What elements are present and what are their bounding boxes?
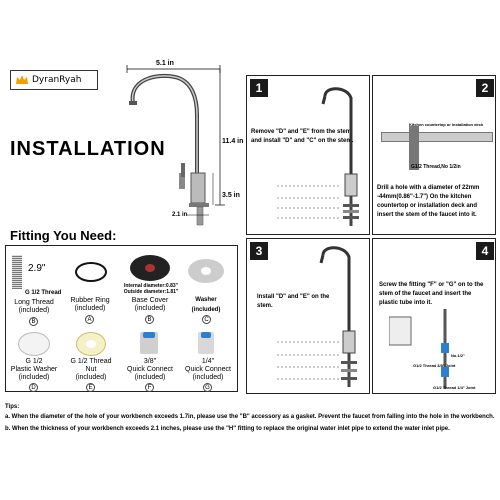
long-thread-extra: 2.9" bbox=[28, 263, 46, 274]
label-g-marker: G bbox=[203, 383, 212, 392]
tip-a: a. When the diameter of the hole of your… bbox=[5, 414, 495, 420]
step-4-fitting-diagram bbox=[389, 309, 449, 389]
step-4-number: 4 bbox=[476, 242, 494, 260]
label-d-marker: D bbox=[29, 383, 38, 392]
step-3-number: 3 bbox=[250, 242, 268, 260]
rubber-ring-sub: (included) bbox=[74, 305, 106, 312]
long-thread-label: Long Thread bbox=[14, 299, 54, 306]
quick-connect-38-label: Quick Connect bbox=[127, 366, 173, 373]
nut-size: G 1/2 Thread bbox=[70, 358, 112, 365]
washer-sub: (included) bbox=[191, 307, 221, 313]
nut-image bbox=[76, 332, 106, 356]
quick-connect-14-sub: (included) bbox=[192, 374, 224, 381]
nut-label: Nut bbox=[85, 366, 97, 373]
label-c-marker: C bbox=[202, 315, 211, 324]
step-2-text: Drill a hole with a diameter of 22mm -44… bbox=[377, 185, 480, 218]
quick-connect-38-image bbox=[140, 332, 158, 354]
long-thread-image bbox=[12, 255, 22, 289]
step-4-text: Screw the fitting "F" or "G" on to the s… bbox=[379, 282, 484, 306]
step-2-label-top: Kitchen countertop or installation deck bbox=[409, 122, 484, 127]
quick-connect-14-label: Quick Connect bbox=[185, 366, 231, 373]
quick-connect-14-size: 1/4" bbox=[201, 358, 215, 365]
tips-title: Tips: bbox=[5, 404, 20, 410]
label-b2-marker: B bbox=[145, 315, 154, 324]
plastic-washer-image bbox=[18, 332, 50, 356]
long-thread-size: G 1/2 Thread bbox=[25, 290, 62, 296]
step-1-number: 1 bbox=[250, 79, 268, 97]
base-cover-image bbox=[130, 255, 170, 281]
brand-name: DyranRyah bbox=[32, 75, 82, 85]
step-1-faucet-diagram bbox=[277, 87, 359, 226]
step-2-label-mid: G1/2 Thread,No 1/2in bbox=[411, 164, 461, 170]
step-4-label-b: G1/2 Thread 1/4" Joint bbox=[433, 385, 476, 390]
page-title: INSTALLATION bbox=[10, 138, 166, 160]
step-2-number: 2 bbox=[476, 79, 494, 97]
plastic-washer-label: Plastic Washer bbox=[10, 366, 58, 373]
plastic-washer-sub: (included) bbox=[18, 374, 50, 381]
rubber-ring-label: Rubber Ring bbox=[70, 297, 110, 304]
step-1-panel: 1 Remove "D" and "E" from the stem, and … bbox=[246, 75, 370, 235]
dim-width: 5.1 in bbox=[156, 60, 174, 67]
quick-connect-38-size: 3/8" bbox=[143, 358, 157, 365]
nut-sub: (included) bbox=[75, 374, 107, 381]
washer-image bbox=[188, 259, 224, 283]
faucet-dimension-drawing bbox=[126, 65, 225, 226]
label-f-marker: F bbox=[145, 383, 154, 392]
base-cover-sub: (included) bbox=[134, 305, 166, 312]
step-2-panel: 2 Kitchen countertop or installation dec… bbox=[372, 75, 496, 235]
step-3-panel: 3 Install "D" and "E" on the stem. bbox=[246, 238, 370, 394]
step-4-label-a: G1/2 Thread 3/8" Joint bbox=[413, 363, 456, 368]
fitting-title: Fitting You Need: bbox=[10, 228, 117, 243]
dim-base-width: 2.1 in bbox=[172, 212, 188, 218]
label-b-marker: B bbox=[29, 317, 38, 326]
rubber-ring-image bbox=[75, 262, 107, 282]
long-thread-sub: (included) bbox=[18, 307, 50, 314]
dim-height: 11.4 in bbox=[222, 138, 244, 145]
quick-connect-38-sub: (included) bbox=[134, 374, 166, 381]
label-e-marker: E bbox=[86, 383, 95, 392]
washer-label: Washer bbox=[195, 297, 217, 303]
tip-b: b. When the thickness of your workbench … bbox=[5, 426, 450, 432]
stem-image bbox=[409, 126, 419, 170]
step-4-panel: 4 Screw the fitting "F" or "G" on to the… bbox=[372, 238, 496, 394]
crown-icon bbox=[16, 75, 28, 84]
step-4-label-c: No.1/2" bbox=[451, 353, 465, 358]
base-cover-label: Base Cover bbox=[131, 297, 169, 304]
label-a-marker: A bbox=[85, 315, 94, 324]
plastic-washer-size: G 1/2 bbox=[25, 358, 43, 365]
step-1-text: Remove "D" and "E" from the stem, and in… bbox=[251, 129, 354, 144]
dim-base-height: 3.5 in bbox=[222, 192, 240, 199]
fittings-panel bbox=[5, 245, 238, 392]
brand-logo: DyranRyah bbox=[10, 70, 98, 90]
step-3-text: Install "D" and "E" on the stem. bbox=[257, 294, 330, 309]
base-cover-note: Internal diameter:0.83" Outside diameter… bbox=[123, 283, 179, 295]
countertop-image bbox=[381, 132, 493, 142]
quick-connect-14-image bbox=[198, 332, 214, 354]
step-3-faucet-diagram bbox=[277, 246, 357, 387]
